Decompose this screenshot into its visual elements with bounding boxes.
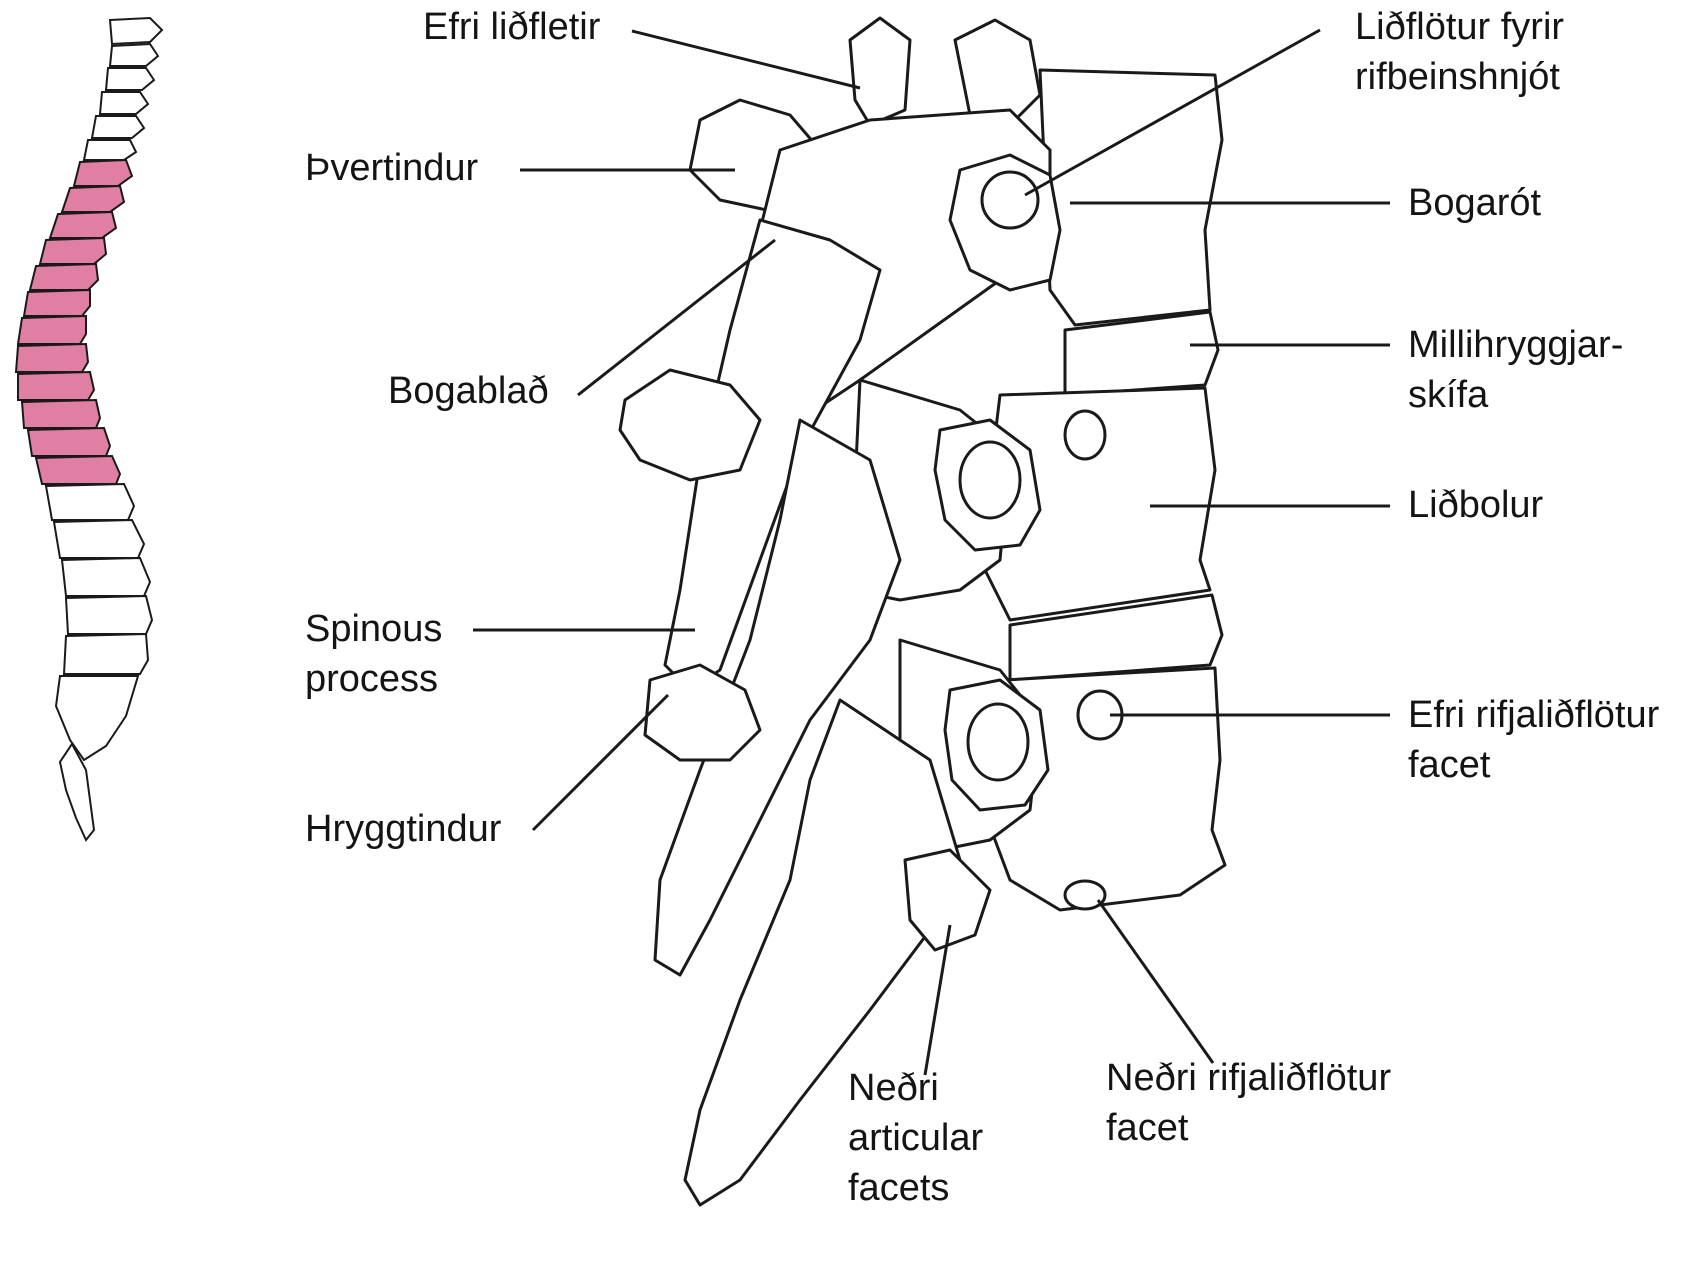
- transverse-process-middle: [618, 368, 762, 482]
- label-millihryggjar-line1: Millihryggjar-: [1408, 324, 1624, 366]
- label-nedri-rifjalidflotur: Neðri rifjaliðflötur facet: [1106, 1053, 1391, 1153]
- rib-facet-middle: [1063, 409, 1107, 461]
- spine-overview: [14, 16, 164, 842]
- label-bogarot-text: Bogarót: [1408, 182, 1542, 224]
- label-lidbolur-text: Liðbolur: [1408, 484, 1544, 526]
- label-hryggtindur: Hryggtindur: [305, 804, 501, 854]
- label-bogarot: Bogarót: [1408, 178, 1541, 228]
- thoracic-region: [14, 158, 134, 485]
- inferior-costal-facet-lower: [1063, 879, 1107, 911]
- intervertebral-disc-lower: [1008, 593, 1224, 682]
- label-millihryggjarskifa: Millihryggjar- skífa: [1408, 320, 1623, 420]
- label-lidflotur-line2: rifbeinshnjót: [1355, 56, 1560, 98]
- label-spinous-process: Spinous process: [305, 604, 442, 704]
- label-efri-lidfletir-text: Efri liðfletir: [423, 6, 601, 48]
- articular-ring-lower-inner: [966, 702, 1030, 782]
- costal-facet-upper-ring: [980, 170, 1040, 230]
- leader-lines: [473, 28, 1390, 1076]
- leader-nedri-articular: [923, 924, 952, 1076]
- label-nedri-art-line2: articular: [848, 1117, 984, 1159]
- vertebral-body-upper: [1038, 68, 1224, 327]
- label-spinous-line1: Spinous: [305, 608, 443, 650]
- superior-articular-process-left: [848, 16, 912, 127]
- label-lidflotur-line1: Liðflötur fyrir: [1355, 6, 1565, 48]
- label-spinous-line2: process: [305, 658, 439, 700]
- lumbar-region: [44, 482, 154, 675]
- label-nedri-art-line3: facets: [848, 1167, 950, 1209]
- label-efri-rifjalidflotur: Efri rifjaliðflötur facet: [1408, 690, 1659, 790]
- leader-bogablad: [577, 238, 776, 397]
- transverse-process-lower: [643, 663, 762, 762]
- superior-articular-process-right: [953, 18, 1042, 127]
- label-millihryggjar-line2: skífa: [1408, 374, 1489, 416]
- inferior-articular-process-lower: [903, 848, 992, 952]
- leader-lidflotur-rifbeinshnjot: [1024, 28, 1321, 197]
- label-lidflotur-rifbeinshnjot: Liðflötur fyrir rifbeinshnjót: [1355, 2, 1564, 102]
- label-efri-lidfletir: Efri liðfletir: [423, 2, 600, 52]
- label-lidbolur: Liðbolur: [1408, 480, 1543, 530]
- label-thvertindur-text: Þvertindur: [305, 147, 479, 189]
- intervertebral-disc-upper: [1063, 310, 1220, 397]
- spinous-process-middle: [653, 418, 902, 977]
- cervical-region: [82, 16, 164, 161]
- label-efri-rifja-line1: Efri rifjaliðflötur: [1408, 694, 1660, 736]
- articular-ring-middle-inner: [958, 440, 1022, 520]
- leader-efri-lidfletir: [631, 29, 861, 90]
- sacrum-region: [54, 675, 140, 842]
- label-nedri-articular-facets: Neðri articular facets: [848, 1063, 983, 1213]
- leader-hryggtindur: [531, 693, 670, 832]
- label-efri-rifja-line2: facet: [1408, 744, 1491, 786]
- label-thvertindur: Þvertindur: [305, 143, 478, 193]
- label-nedri-art-line1: Neðri: [848, 1067, 939, 1109]
- vertebrae-drawing: [618, 16, 1227, 1207]
- leader-nedri-rifjalidflotur: [1096, 899, 1215, 1064]
- label-bogablad-text: Bogablað: [388, 370, 549, 412]
- label-hryggtindur-text: Hryggtindur: [305, 808, 502, 850]
- label-nedri-rifja-line1: Neðri rifjaliðflötur: [1106, 1057, 1392, 1099]
- label-bogablad: Bogablað: [388, 366, 549, 416]
- label-nedri-rifja-line2: facet: [1106, 1107, 1189, 1149]
